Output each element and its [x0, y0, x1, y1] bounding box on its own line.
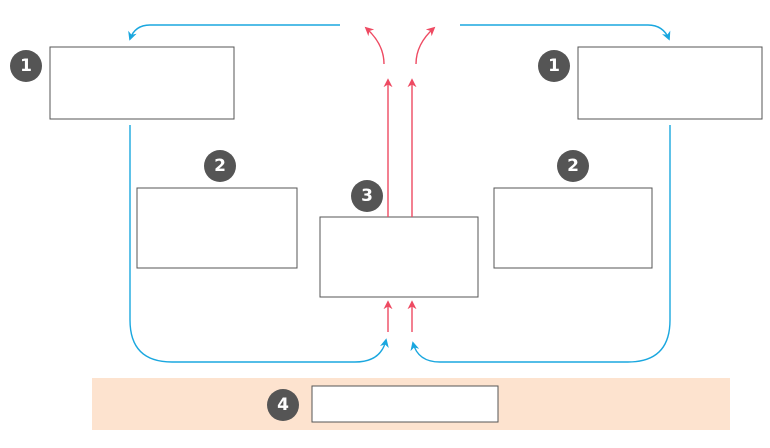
badge-2-left-label: 2: [214, 156, 226, 176]
red-flow-arrow-exhaust-left: [364, 26, 385, 65]
badge-4-band: 4: [267, 389, 299, 421]
badge-2-right-label: 2: [567, 156, 579, 176]
box-top-left: [49, 46, 235, 120]
box-top-right: [577, 46, 763, 120]
blue-flow-arrow-right-top: [460, 24, 671, 41]
badge-2-left: 2: [204, 150, 236, 182]
box-mid-left: [136, 187, 298, 269]
badge-2-right: 2: [557, 150, 589, 182]
blue-flow-arrow-right-return: [410, 125, 671, 363]
badge-1-right-label: 1: [548, 56, 560, 76]
badge-1-left: 1: [10, 50, 42, 82]
box-center: [319, 216, 479, 298]
badge-4-band-label: 4: [277, 395, 289, 415]
badge-3-center: 3: [351, 180, 383, 212]
box-mid-right: [493, 187, 653, 269]
badge-1-right: 1: [538, 50, 570, 82]
blue-flow-arrow-left-top: [128, 24, 340, 41]
blue-flow-arrow-left-return: [129, 125, 389, 363]
badge-1-left-label: 1: [20, 56, 32, 76]
red-flow-arrow-exhaust-right: [415, 26, 436, 65]
floor-band-box: [311, 385, 499, 423]
badge-3-center-label: 3: [361, 186, 373, 206]
